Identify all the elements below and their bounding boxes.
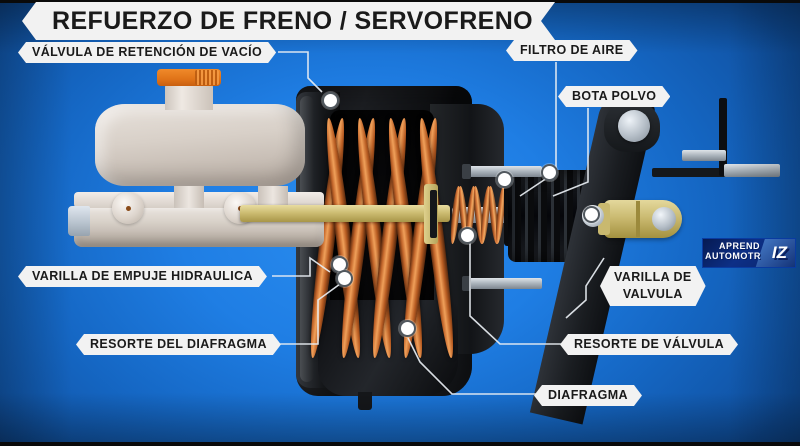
stud-head <box>462 164 471 179</box>
logo-line-2: AUTOMOTR <box>705 251 761 261</box>
label-resorte-de-valvula: RESORTE DE VÁLVULA <box>560 334 738 355</box>
bracket-pin <box>682 150 726 161</box>
callout-dot-resorte-valvula[interactable] <box>459 227 476 244</box>
label-bota-polvo: BOTA POLVO <box>558 86 670 107</box>
bracket-pin <box>724 164 780 177</box>
callout-dot-bota-polvo[interactable] <box>541 164 558 181</box>
callout-dot-resorte-diafragma[interactable] <box>336 270 353 287</box>
callout-dot-valvula-retencion[interactable] <box>322 92 339 109</box>
fluid-reservoir <box>95 104 305 186</box>
label-filtro-de-aire: FILTRO DE AIRE <box>506 40 638 61</box>
master-cylinder-leg <box>258 186 288 208</box>
label-valvula-retencion-vacio: VÁLVULA DE RETENCIÓN DE VACÍO <box>18 42 276 63</box>
booster-drain-nub <box>358 392 372 410</box>
callout-dot-filtro-aire[interactable] <box>496 171 513 188</box>
label-diafragma: DIAFRAGMA <box>534 385 642 406</box>
pedal-pivot-bolt <box>618 110 650 142</box>
label-line: VARILLA DE <box>614 270 692 284</box>
master-cylinder-end-cap <box>68 206 90 236</box>
page-title: REFUERZO DE FRENO / SERVOFRENO <box>22 2 555 40</box>
channel-logo: APREND AUTOMOTR IZ <box>702 238 796 268</box>
label-resorte-del-diafragma: RESORTE DEL DIAFRAGMA <box>76 334 281 355</box>
bracket-arm <box>652 168 728 177</box>
bracket-post <box>719 98 727 176</box>
reservoir-cap-ribs <box>195 70 219 85</box>
top-letterbox <box>0 0 800 3</box>
callout-dot-diafragma[interactable] <box>399 320 416 337</box>
reservoir-neck <box>165 84 213 110</box>
hydraulic-pushrod <box>240 205 450 222</box>
label-line: VALVULA <box>622 287 683 301</box>
callout-dot-varilla-valvula[interactable] <box>583 206 600 223</box>
clevis-slot <box>636 201 640 237</box>
master-cylinder-leg <box>174 186 204 208</box>
clevis-pin <box>652 207 676 231</box>
label-varilla-empuje-hidraulica: VARILLA DE EMPUJE HIDRAULICA <box>18 266 267 287</box>
logo-line-1: APREND <box>719 241 761 251</box>
label-varilla-de-valvula: VARILLA DE VALVULA <box>600 266 706 306</box>
outlet-port <box>112 192 144 224</box>
reaction-disc <box>430 190 437 238</box>
stud-head <box>462 276 471 291</box>
bottom-letterbox <box>0 442 800 446</box>
logo-line-3: IZ <box>771 243 787 262</box>
